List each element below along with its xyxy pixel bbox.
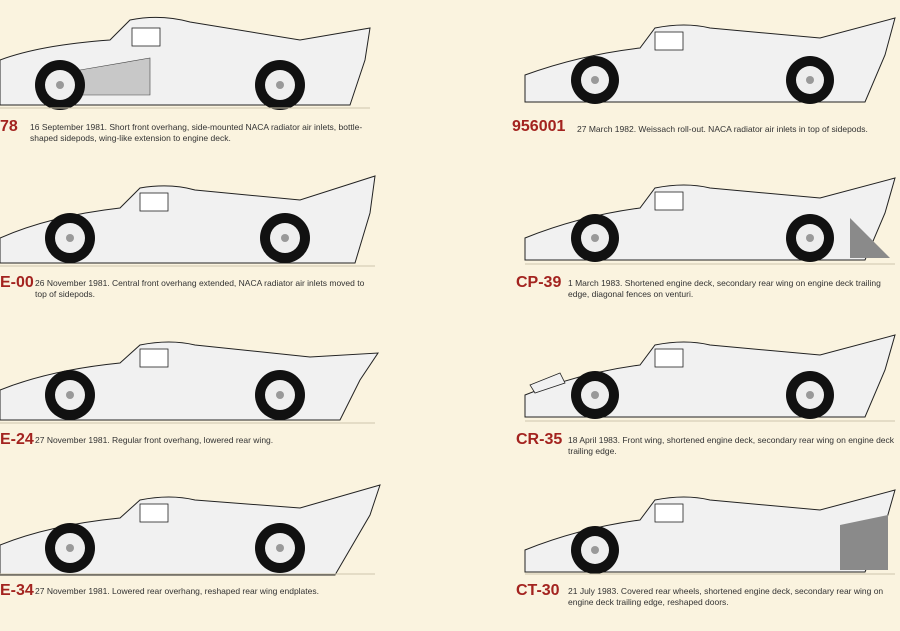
car-panel-cp39: CP-39 1 March 1983. Shortened engine dec… bbox=[516, 158, 900, 313]
car-code: CT-30 bbox=[516, 582, 560, 599]
car-illustration bbox=[0, 175, 376, 267]
car-panel-cr35: CR-35 18 April 1983. Front wing, shorten… bbox=[516, 315, 900, 470]
car-panel-e00: E-00 26 November 1981. Central front ove… bbox=[0, 158, 420, 313]
car-code: CP-39 bbox=[516, 274, 562, 291]
car-description: 21 July 1983. Covered rear wheels, short… bbox=[568, 586, 884, 607]
car-code: E-24 bbox=[0, 431, 34, 448]
car-illustration bbox=[524, 17, 896, 104]
car-code: 78 bbox=[0, 118, 18, 135]
car-code: CR-35 bbox=[516, 431, 563, 448]
car-code: E-00 bbox=[0, 274, 34, 291]
car-code: E-34 bbox=[0, 582, 34, 599]
car-illustration bbox=[0, 341, 379, 424]
car-description: 26 November 1981. Central front overhang… bbox=[35, 278, 365, 299]
car-illustration bbox=[524, 489, 896, 575]
car-code: 956001 bbox=[512, 118, 566, 135]
car-illustration bbox=[524, 177, 896, 265]
car-panel-e34: E-34 27 November 1981. Lowered rear over… bbox=[0, 470, 420, 625]
car-panel-956001: 956001 27 March 1982. Weissach roll-out.… bbox=[512, 0, 900, 155]
car-description: 18 April 1983. Front wing, shortened eng… bbox=[568, 435, 895, 456]
car-description: 27 November 1981. Lowered rear overhang,… bbox=[35, 586, 319, 596]
car-panel-ct30: CT-30 21 July 1983. Covered rear wheels,… bbox=[516, 470, 900, 625]
car-illustration bbox=[0, 484, 381, 576]
car-panel-e24: E-24 27 November 1981. Regular front ove… bbox=[0, 315, 420, 470]
car-illustration bbox=[524, 334, 896, 422]
car-description: 1 March 1983. Shortened engine deck, sec… bbox=[568, 278, 881, 299]
car-description: 16 September 1981. Short front overhang,… bbox=[30, 122, 363, 143]
car-description: 27 November 1981. Regular front overhang… bbox=[35, 435, 274, 445]
car-description: 27 March 1982. Weissach roll-out. NACA r… bbox=[577, 124, 868, 134]
car-panel-78: 78 16 September 1981. Short front overha… bbox=[0, 0, 420, 155]
car-illustration bbox=[0, 16, 371, 110]
